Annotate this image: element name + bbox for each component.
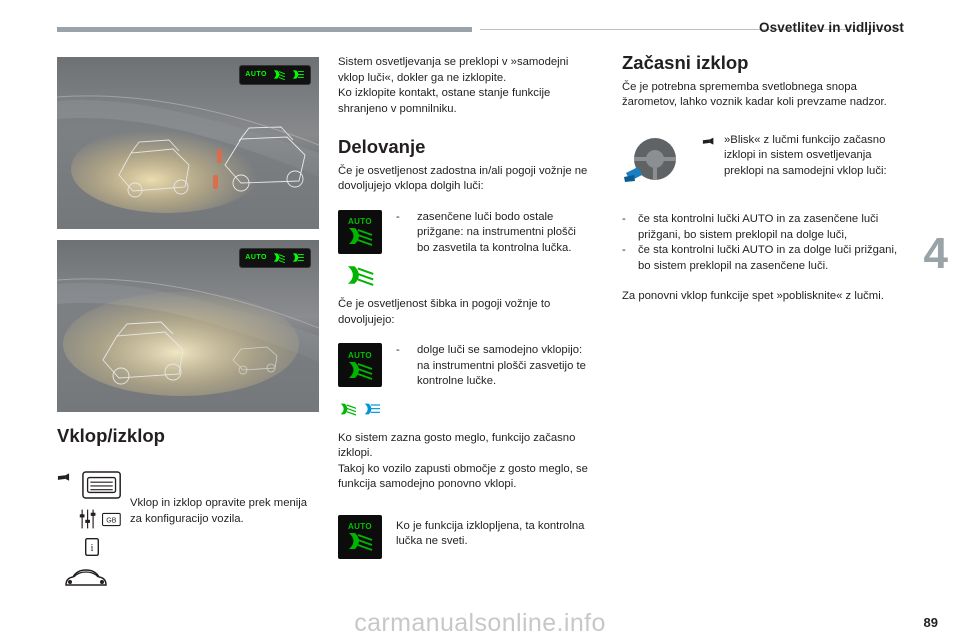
bullet-list-kontrolne: - če sta kontrolni lučki AUTO in za zase… xyxy=(622,212,902,274)
watermark: carmanualsonline.info xyxy=(354,609,606,637)
road-illustration-2 xyxy=(57,240,319,412)
paragraph-sprememba: Če je potrebna sprememba svetlobnega sno… xyxy=(622,80,887,109)
indicator-row-main: AUTO - dolge luči se samodejno vklopijo:… xyxy=(338,343,590,390)
indicator-tile-auto-dipped: AUTO xyxy=(338,209,382,254)
dipped-beam-icon xyxy=(349,228,373,246)
pictogram-block: GB i xyxy=(57,470,317,594)
page-number: 89 xyxy=(923,615,938,630)
gb-flag-icon: GB xyxy=(102,512,121,526)
column-middle: Sistem osvetljevanja se preklopi v »samo… xyxy=(338,55,590,559)
paragraph-megla-1: Ko sistem zazna gosto meglo, funkcijo za… xyxy=(338,431,576,460)
pictogram-text: Vklop in izklop opravite prek menija za … xyxy=(130,497,308,525)
bullet-dash: - xyxy=(622,213,626,225)
main-beam-icon xyxy=(364,403,380,414)
paragraph-zadostna: Če je osvetljenost zadostna in/ali pogoj… xyxy=(338,164,588,193)
paragraph-blisk: »Blisk« z lučmi funkcijo začasno izklopi… xyxy=(724,133,887,177)
photo-dipped-beam: AUTO xyxy=(57,57,319,229)
indicator-tile-auto-off: AUTO xyxy=(338,514,382,559)
indicator-pair-standalone xyxy=(338,396,382,422)
indicator-row-off: AUTO Ko je funkcija izklopljena, ta kont… xyxy=(338,514,590,559)
road-illustration-1 xyxy=(57,57,319,229)
dipped-beam-icon xyxy=(347,266,374,286)
pointing-hand-icon xyxy=(57,473,70,481)
dipped-beam-icon xyxy=(349,361,373,380)
heading-vklop-izklop: Vklop/izklop xyxy=(57,425,165,446)
heading-delovanje: Delovanje xyxy=(338,136,426,157)
info-icon: i xyxy=(84,537,100,557)
intro-paragraph-1: Sistem osvetljevanja se preklopi v »samo… xyxy=(338,56,569,84)
photo1-auto-label: AUTO xyxy=(245,71,267,78)
bullet-dash: - xyxy=(396,210,400,223)
bullet-dolge-text: dolge luči se samodejno vklopijo: na ins… xyxy=(417,344,586,387)
svg-text:i: i xyxy=(91,543,94,554)
main-beam-icon xyxy=(292,253,304,262)
indicator-tile-auto-main: AUTO xyxy=(338,343,382,387)
dipped-beam-icon xyxy=(273,70,286,80)
photo2-auto-label: AUTO xyxy=(245,254,267,261)
header-rule-right xyxy=(480,29,903,30)
dipped-beam-icon xyxy=(340,403,357,416)
bullet-2-text: če sta kontrolni lučki AUTO in za dolge … xyxy=(638,244,898,272)
list-item: - če sta kontrolni lučki AUTO in za dolg… xyxy=(622,243,902,274)
pointing-hand-icon xyxy=(702,137,714,145)
photo2-auto-badge: AUTO xyxy=(239,248,311,268)
paragraph-ponovni-vklop: Za ponovni vklop funkcije spet »pobliskn… xyxy=(622,290,884,302)
dipped-beam-icon xyxy=(349,533,373,551)
tile-auto-label: AUTO xyxy=(347,522,373,531)
main-beam-icon xyxy=(292,70,304,79)
paragraph-sibka: Če je osvetljenost šibka in pogoji vožnj… xyxy=(338,298,551,326)
steering-wheel-row: »Blisk« z lučmi funkcijo začasno izklopi… xyxy=(622,133,902,191)
tile-auto-label: AUTO xyxy=(347,217,373,226)
photo1-auto-badge: AUTO xyxy=(239,65,311,85)
sliders-settings-icon xyxy=(79,509,96,529)
car-front-icon xyxy=(65,569,107,586)
indicator-dipped-beam-standalone xyxy=(338,262,382,288)
dipped-beam-icon xyxy=(273,253,286,263)
pictogram-column: GB i xyxy=(57,470,121,594)
tile-auto-label: AUTO xyxy=(347,350,373,360)
list-item: - če sta kontrolni lučki AUTO in za zase… xyxy=(622,212,902,243)
header-rule-left xyxy=(57,27,472,32)
svg-text:GB: GB xyxy=(107,517,117,524)
chapter-number: 4 xyxy=(923,229,948,278)
paragraph-izklopljena: Ko je funkcija izklopljena, ta kontrolna… xyxy=(396,519,585,548)
bullet-1-text: če sta kontrolni lučki AUTO in za zasenč… xyxy=(638,213,879,241)
indicator-row-dipped: AUTO - zasenčene luči bodo ostale prižga… xyxy=(338,209,590,257)
bullet-dash: - xyxy=(622,244,626,256)
intro-paragraph-2: Ko izklopite kontakt, ostane stanje funk… xyxy=(338,87,551,115)
bullet-dash: - xyxy=(396,344,400,356)
touchscreen-icon xyxy=(82,471,121,499)
paragraph-megla-2: Takoj ko vozilo zapusti območje z gosto … xyxy=(338,462,588,491)
steering-wheel-icon xyxy=(624,137,676,182)
heading-zacasni-izklop: Začasni izklop xyxy=(622,52,749,73)
column-right: Začasni izklop Če je potrebna sprememba … xyxy=(622,52,902,305)
bullet-zasencene-text: zasenčene luči bodo ostale prižgane: na … xyxy=(417,210,576,254)
page-title: Osvetlitev in vidljivost xyxy=(759,20,904,35)
photo-main-beam: AUTO xyxy=(57,240,319,412)
